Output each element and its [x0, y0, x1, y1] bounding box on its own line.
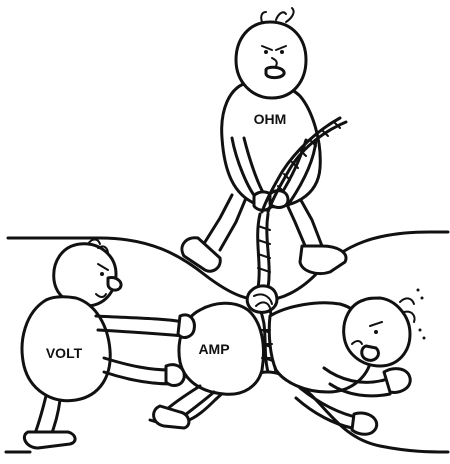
ohm-label: OHM: [254, 111, 287, 127]
amp-character: AMP: [152, 288, 426, 436]
amp-label: AMP: [198, 341, 229, 357]
ohm-character: OHM: [180, 7, 348, 276]
rope: [245, 116, 348, 374]
volt-character: VOLT: [20, 238, 196, 450]
volt-label: VOLT: [46, 345, 83, 361]
